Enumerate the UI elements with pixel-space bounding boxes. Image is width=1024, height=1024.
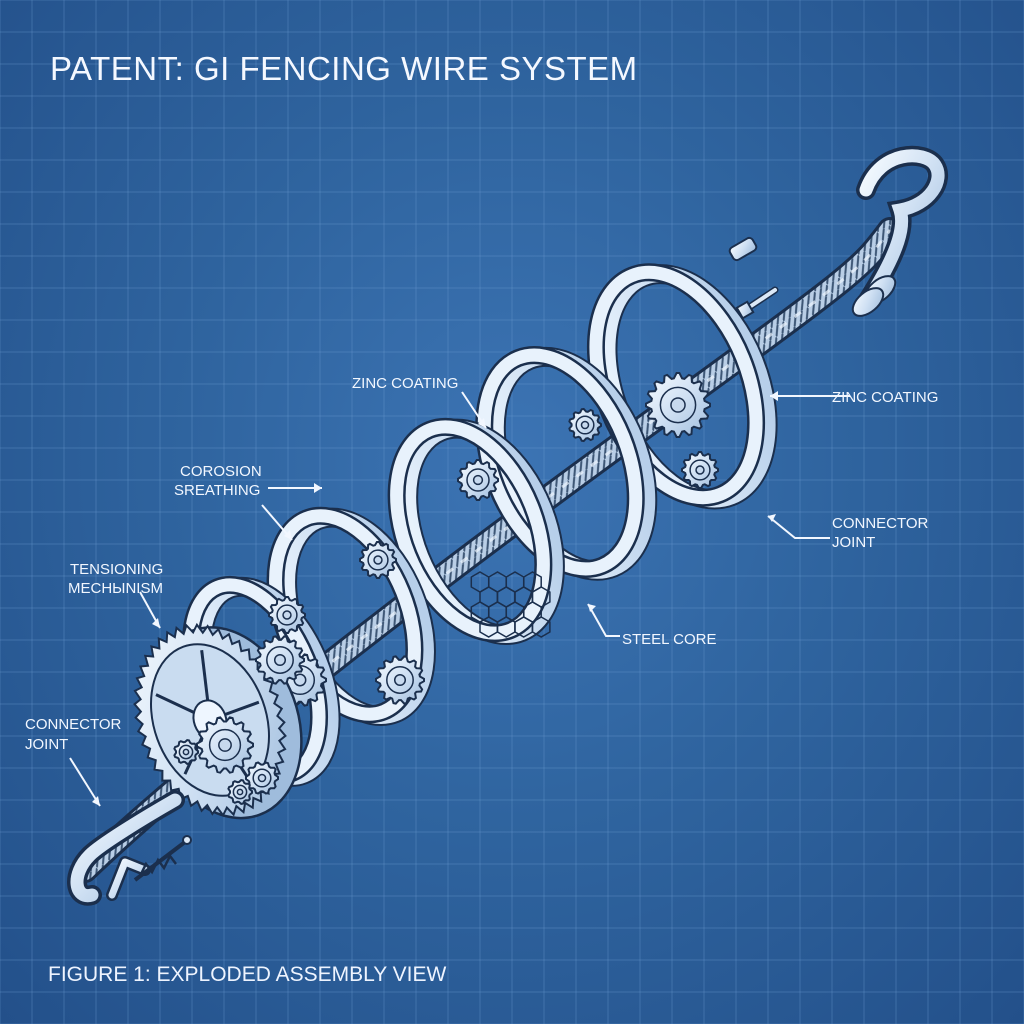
bottom-bracket-part xyxy=(106,856,151,901)
ring-assembly xyxy=(181,263,778,787)
sheath-ring xyxy=(586,263,778,510)
sheath-ring xyxy=(387,417,565,645)
bottom-hook xyxy=(67,790,185,906)
leader-arrowheads xyxy=(92,391,778,806)
top-bolt-part xyxy=(735,286,779,320)
leader-steel-core xyxy=(587,603,620,637)
inner-gear xyxy=(375,655,425,705)
honeycomb-mesh xyxy=(470,571,551,638)
top-sleeve-part xyxy=(728,236,758,262)
planet-gear xyxy=(173,739,199,765)
planet-gear xyxy=(255,635,305,685)
inner-gear xyxy=(268,596,306,634)
label-connector-left-2: JOINT xyxy=(25,736,69,753)
tensioning-gear xyxy=(133,622,305,820)
label-zinc-coating-right: ZINC COATING xyxy=(832,389,939,406)
label-connector-right-2: JOINT xyxy=(832,534,876,551)
label-tensioning-2: MECHЫNISM xyxy=(68,580,163,597)
top-hook xyxy=(851,145,949,317)
inner-gear xyxy=(645,372,711,438)
label-zinc-coating-top: ZINC COATING xyxy=(352,375,459,392)
page-title: PATENT: GI FENCING WIRE SYSTEM xyxy=(50,50,638,87)
inner-gear xyxy=(681,451,719,489)
inner-gear xyxy=(568,407,602,443)
mesh-cell xyxy=(531,616,551,638)
label-corrosion-sheathing-2: SREATHING xyxy=(174,482,261,499)
leader-connector-left xyxy=(69,757,101,807)
label-corrosion-sheathing-1: COROSION xyxy=(180,463,262,480)
label-tensioning-1: TENSIONING xyxy=(70,561,164,578)
label-connector-right-1: CONNECTOR xyxy=(832,515,929,532)
label-connector-left-1: CONNECTOR xyxy=(25,716,122,733)
figure-caption: FIGURE 1: EXPLODED ASSEMBLY VIEW xyxy=(48,963,447,986)
inner-gear xyxy=(457,459,499,501)
planet-gear xyxy=(245,761,279,795)
label-steel-core: STEEL CORE xyxy=(622,631,717,648)
bottom-spring-bolt-part xyxy=(133,835,192,882)
planet-gear xyxy=(227,779,253,805)
leader-connector-right xyxy=(767,515,830,539)
inner-gear xyxy=(359,541,397,579)
planet-gear xyxy=(196,716,254,774)
sheath-ring xyxy=(475,346,658,581)
